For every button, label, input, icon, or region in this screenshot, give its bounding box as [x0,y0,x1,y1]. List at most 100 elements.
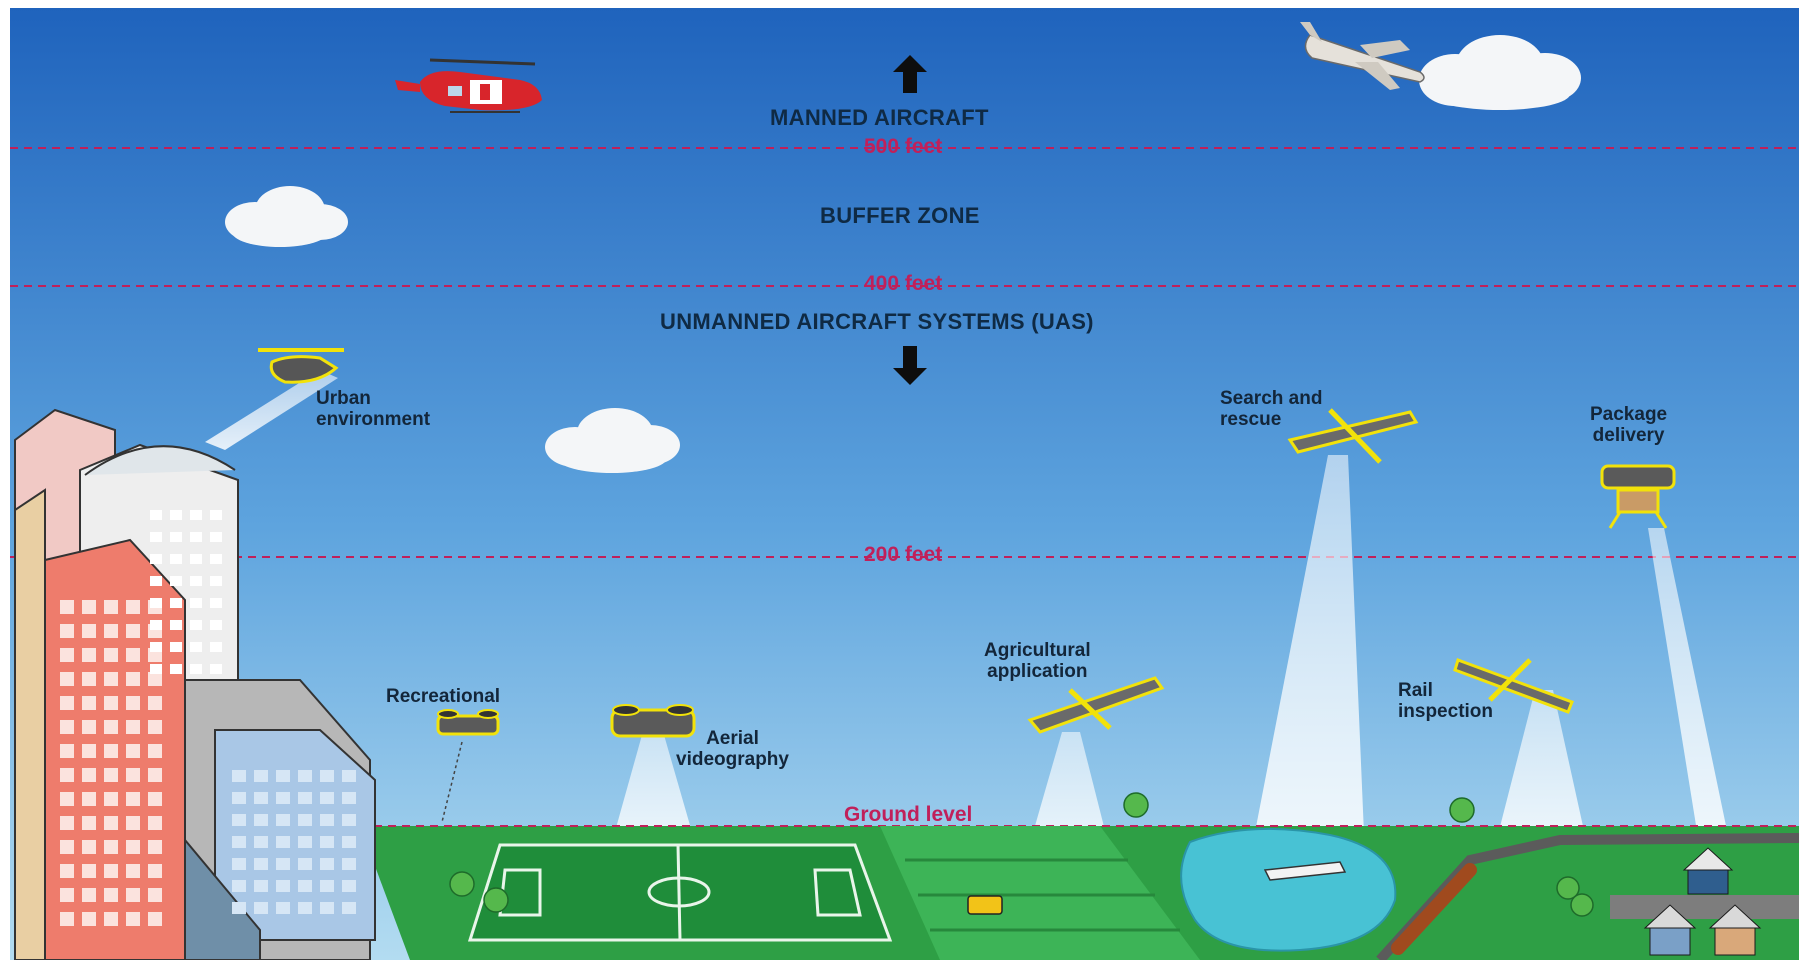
window [60,696,74,710]
window [148,768,162,782]
window [190,510,202,520]
window [82,768,96,782]
window [60,792,74,806]
window [254,770,268,782]
window [148,840,162,854]
window [276,770,290,782]
window [298,770,312,782]
altitude-label-500: 500 feet [864,135,943,158]
window [170,554,182,564]
window [320,770,334,782]
window [210,554,222,564]
window [104,816,118,830]
window [126,768,140,782]
window [82,720,96,734]
top-border [0,0,1799,8]
window [60,744,74,758]
window [104,672,118,686]
fixed-wing-drone-icon [1027,676,1165,734]
window [342,880,356,892]
window [190,664,202,674]
window [276,814,290,826]
window [298,880,312,892]
window [126,744,140,758]
cloud-icon [545,408,680,473]
window [254,792,268,804]
window [298,792,312,804]
window [148,912,162,926]
window [320,880,334,892]
window [254,902,268,914]
window [342,858,356,870]
window [320,902,334,914]
window [232,880,246,892]
arrow-down-icon [893,346,927,385]
window [342,814,356,826]
fixed-wing-drone-icon [1287,408,1419,464]
window [170,510,182,520]
zone-label-uas: UNMANNED AIRCRAFT SYSTEMS (UAS) [660,309,1094,334]
window [60,624,74,638]
window [82,816,96,830]
window [254,814,268,826]
window [342,836,356,848]
window [104,912,118,926]
window [82,912,96,926]
window [150,576,162,586]
window [150,598,162,608]
window [126,792,140,806]
window [210,576,222,586]
window [190,598,202,608]
window [210,532,222,542]
window [342,792,356,804]
window [170,532,182,542]
window [60,672,74,686]
altitude-label-200: 200 feet [864,543,943,566]
window [210,598,222,608]
cloud-icon [1419,35,1581,110]
window [342,902,356,914]
window [104,696,118,710]
window [210,664,222,674]
window [82,792,96,806]
window [190,642,202,652]
building-windows [60,510,356,926]
window [60,720,74,734]
window [190,576,202,586]
window [298,902,312,914]
arrow-up-icon [893,55,927,93]
window [232,902,246,914]
road [1610,895,1799,919]
window [298,814,312,826]
window [170,620,182,630]
railway [1376,833,1799,960]
window [104,864,118,878]
window [150,642,162,652]
window [104,600,118,614]
house-icon [1682,847,1734,895]
house-icon [1708,904,1762,956]
window [210,642,222,652]
window [148,792,162,806]
window [104,744,118,758]
window [170,664,182,674]
window [150,554,162,564]
window [320,858,334,870]
airplane-icon [1300,22,1425,90]
window [150,510,162,520]
window [60,864,74,878]
window [82,696,96,710]
window [126,624,140,638]
window [148,672,162,686]
window [60,888,74,902]
window [210,620,222,630]
cloud-icon [225,186,348,247]
quadcopter-drone-icon [610,704,696,738]
